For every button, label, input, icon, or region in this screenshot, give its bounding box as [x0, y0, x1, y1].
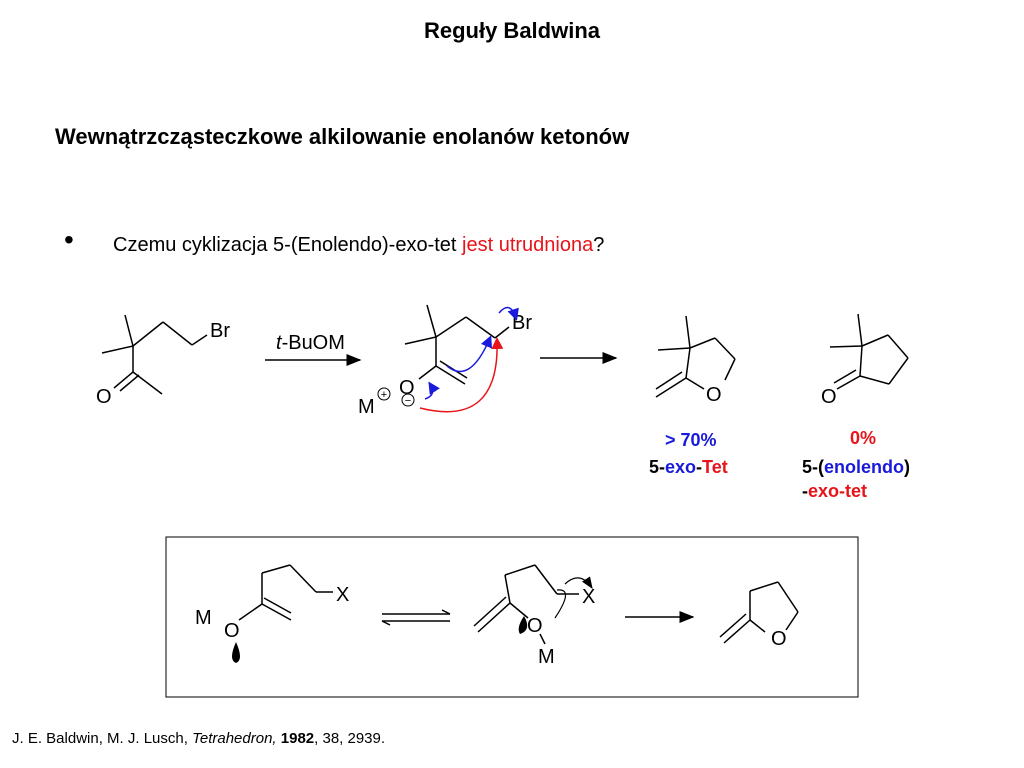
- molecule-enolate: [404, 304, 510, 385]
- oxygen-label: O: [399, 377, 415, 399]
- enolendo-yield: 0%: [850, 428, 876, 448]
- molecule-box-product: [719, 581, 799, 644]
- minus-sign: −: [405, 395, 411, 407]
- reagent-label: t-BuOM: [276, 332, 345, 354]
- bromine-label: Br: [210, 320, 230, 342]
- orbital-lobe-icon: [232, 642, 240, 663]
- exo-yield: > 70%: [665, 430, 717, 450]
- electron-arrow-blue-icon: [424, 381, 440, 400]
- bullet-marker: •: [64, 224, 74, 255]
- electron-arrow-icon: [554, 589, 567, 619]
- oxygen-label: O: [96, 386, 112, 408]
- molecule-box-enolate: [238, 564, 333, 621]
- equilibrium-arrowhead-icon: [441, 609, 451, 615]
- citation: J. E. Baldwin, M. J. Lusch, Tetrahedron,…: [12, 730, 385, 747]
- metal-label: M: [538, 646, 555, 668]
- positive-charge-icon: [377, 387, 391, 401]
- mechanism-box: [165, 536, 859, 698]
- plus-sign: +: [381, 389, 387, 401]
- electron-arrow-red-icon: [419, 337, 504, 413]
- enolendo-name: 5-(enolendo): [802, 457, 910, 477]
- oxygen-label: O: [706, 384, 722, 406]
- metal-label: M: [195, 607, 212, 629]
- citation-journal: Tetrahedron,: [192, 730, 277, 747]
- citation-rest: , 38, 2939.: [314, 730, 386, 747]
- electron-arrow-icon: [564, 576, 593, 589]
- enolendo-name-line2: -exo-tet: [802, 481, 867, 501]
- citation-year: 1982: [280, 730, 315, 747]
- molecule-box-transition: [473, 564, 579, 645]
- leaving-group-label: X: [336, 584, 349, 606]
- oxygen-label: O: [224, 620, 240, 642]
- bullet-text-end: ?: [593, 234, 605, 256]
- oxygen-label: O: [527, 615, 543, 637]
- equilibrium-arrowhead-icon: [381, 620, 391, 626]
- negative-charge-icon: [401, 393, 415, 407]
- molecule-exo-product: [655, 315, 736, 398]
- page-title: Reguły Baldwina: [423, 18, 601, 43]
- oxygen-label: O: [771, 628, 787, 650]
- bullet-question: Czemu cyklizacja 5-(Enolendo)-exo-tet je…: [113, 234, 604, 257]
- exo-name: 5-exo-Tet: [649, 457, 728, 477]
- electron-arrow-blue-icon: [498, 306, 519, 321]
- citation-authors: J. E. Baldwin, M. J. Lusch,: [12, 730, 193, 747]
- molecule-cyclopentanone: [829, 313, 909, 390]
- orbital-lobe-icon: [518, 616, 528, 634]
- leaving-group-label: X: [582, 586, 595, 608]
- oxygen-label: O: [821, 386, 837, 408]
- molecule-bromoketone: [101, 314, 208, 395]
- electron-arrow-blue-icon: [446, 335, 492, 373]
- bullet-text-plain: Czemu cyklizacja 5-(Enolendo)-exo-tet: [113, 234, 463, 256]
- metal-label: M: [358, 396, 375, 418]
- section-heading: Wewnątrzcząsteczkowe alkilowanie enolanó…: [55, 124, 630, 149]
- bullet-text-highlight: jest utrudniona: [462, 234, 594, 256]
